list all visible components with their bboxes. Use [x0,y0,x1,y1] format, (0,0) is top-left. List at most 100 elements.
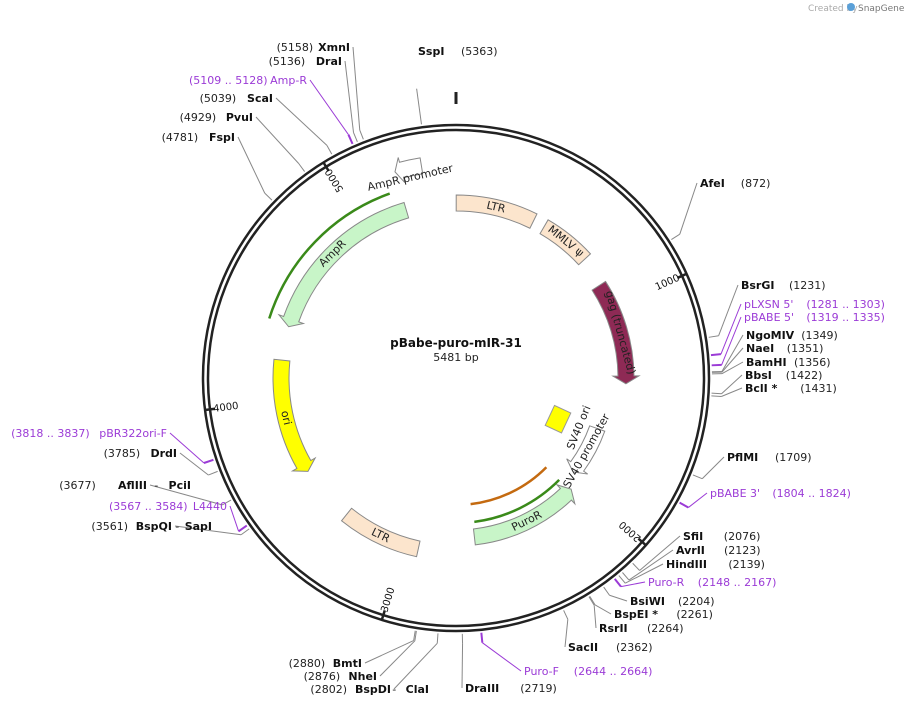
site-pvui[interactable]: PvuI(4929) [180,111,306,172]
site-clai[interactable]: ClaI- [392,683,429,696]
site-plxsn-5[interactable]: pLXSN 5'(1281 .. 1303) [710,298,885,357]
snapgene-watermark: Created by SnapGene [808,3,905,14]
site-leader [721,347,744,373]
site-marker [708,335,719,338]
site-drai[interactable]: DraI(5136) [269,55,358,142]
site-leader [609,594,628,602]
site-name: BspQI [136,520,172,533]
feature-shape [340,507,421,558]
site-bbsi[interactable]: BbsI(1422) [711,369,823,395]
site-leader [718,284,739,336]
site-name: PvuI [226,111,253,124]
site-position: (2261) [676,608,713,621]
site-leader [393,642,438,690]
feature-ampr[interactable]: AmpR [277,201,410,328]
site-name: PciI [169,479,191,492]
site-bspei[interactable]: BspEI *(2261) [589,596,713,621]
site-pbabe-3[interactable]: pBABE 3'(1804 .. 1824) [679,487,851,509]
site-bspqi[interactable]: BspQI(3561) [91,520,250,536]
site-marker [347,134,354,145]
site-bcli[interactable]: BclI *(1431) [711,382,837,398]
site-name: XmnI [318,41,350,54]
site-position: (2264) [647,622,684,635]
plasmid-name: pBabe-puro-mIR-31 [390,336,522,350]
site-nhei[interactable]: NheI(2876) [304,630,417,683]
site-name: ClaI [406,683,429,696]
site-name: NheI [348,670,377,683]
feature-ampr-promoter[interactable]: AmpR promoter [366,157,455,194]
site-l4440[interactable]: L4440(3567 .. 3584) [109,500,248,533]
site-sapi[interactable]: SapI- [175,520,212,533]
site-name: FspI [209,131,235,144]
site-pbabe-5[interactable]: pBABE 5'(1319 .. 1335) [711,311,885,367]
feature-gag-truncated[interactable]: gag (truncated) [591,280,641,385]
feature-ltr[interactable]: LTR [455,194,538,229]
site-bsrgi[interactable]: BsrGI(1231) [708,279,826,338]
site-separator: - [392,683,396,696]
site-marker [671,233,681,241]
ampr-orf-line [268,192,391,319]
site-leader [639,535,681,571]
feature-label: ori [278,409,294,426]
tick-label-3000: 3000 [379,586,397,614]
site-marker [622,572,630,581]
site-sacii[interactable]: SacII(2362) [563,610,653,654]
site-position: (872) [741,177,771,190]
feature-puror[interactable]: PuroR [472,483,576,546]
feature-shape [394,157,424,183]
site-marker [326,145,333,155]
site-position: (2719) [520,682,557,695]
site-bamhi[interactable]: BamHI(1356) [711,356,831,375]
site-ngomiv[interactable]: NgoMIV(1349) [711,329,838,373]
feature-mmlv[interactable]: MMLV ψ [539,219,592,266]
site-position: (5158) [277,41,314,54]
feature-ori[interactable]: ori [272,358,317,472]
site-bsiwi[interactable]: BsiWI(2204) [603,586,715,608]
site-naei[interactable]: NaeI(1351) [711,342,823,373]
site-position: (2880) [289,657,326,670]
site-marker [353,132,358,142]
site-drdi[interactable]: DrdI(3785) [104,447,218,476]
site-rsrii[interactable]: RsrII(2264) [588,596,684,635]
site-amp-r[interactable]: Amp-R(5109 .. 5128) [189,74,354,145]
site-xmni[interactable]: XmnI (5158) [277,41,364,140]
site-position: (5109 .. 5128) [189,74,268,87]
site-name: Amp-R [270,74,307,87]
feature-ltr[interactable]: LTR [340,507,421,558]
site-pbr322ori-f[interactable]: pBR322ori-F(3818 .. 3837) [11,427,214,464]
site-scai[interactable]: ScaI(5039) [200,92,333,155]
watermark-brand: SnapGene [858,4,905,14]
site-leader [701,456,725,480]
feature-shape [539,219,592,266]
site-position: (1356) [794,356,831,369]
site-bspdi[interactable]: BspDI(2802) [310,633,439,696]
site-bmti[interactable]: BmtI (2880) [289,630,416,670]
site-marker [589,596,596,606]
site-pcii[interactable]: PciI- [154,479,191,492]
site-avrii[interactable]: AvrII(2123) [622,544,761,581]
site-afliii[interactable]: AflIII(3677) [59,479,232,506]
site-marker [359,129,364,140]
site-fspi[interactable]: FspI (4781) [162,131,273,201]
feature-shape [472,483,576,546]
site-sfii[interactable]: SfiI(2076) [632,530,761,571]
site-name: DrdI [150,447,177,460]
site-hindiii[interactable]: HindIII(2139) [618,558,765,584]
tick-2000 [637,537,647,547]
site-pflmi[interactable]: PflMI(1709) [692,451,812,480]
site-name: BmtI [333,657,362,670]
tick-label-2000: 2000 [617,518,643,543]
site-name: AvrII [676,544,705,557]
site-leader [179,452,209,476]
site-leader [564,619,569,648]
site-sspi[interactable]: SspI(5363) [416,45,498,125]
site-puro-f[interactable]: Puro-F(2644 .. 2664) [480,632,652,678]
site-puro-r[interactable]: Puro-R(2148 .. 2167) [613,576,777,589]
site-position: (4781) [162,131,199,144]
site-leader [593,605,597,629]
site-afei[interactable]: AfeI(872) [671,177,771,241]
site-draiii[interactable]: DraIII(2719) [461,633,557,695]
site-leader [149,484,223,506]
site-marker [679,501,689,509]
site-marker [710,353,722,357]
